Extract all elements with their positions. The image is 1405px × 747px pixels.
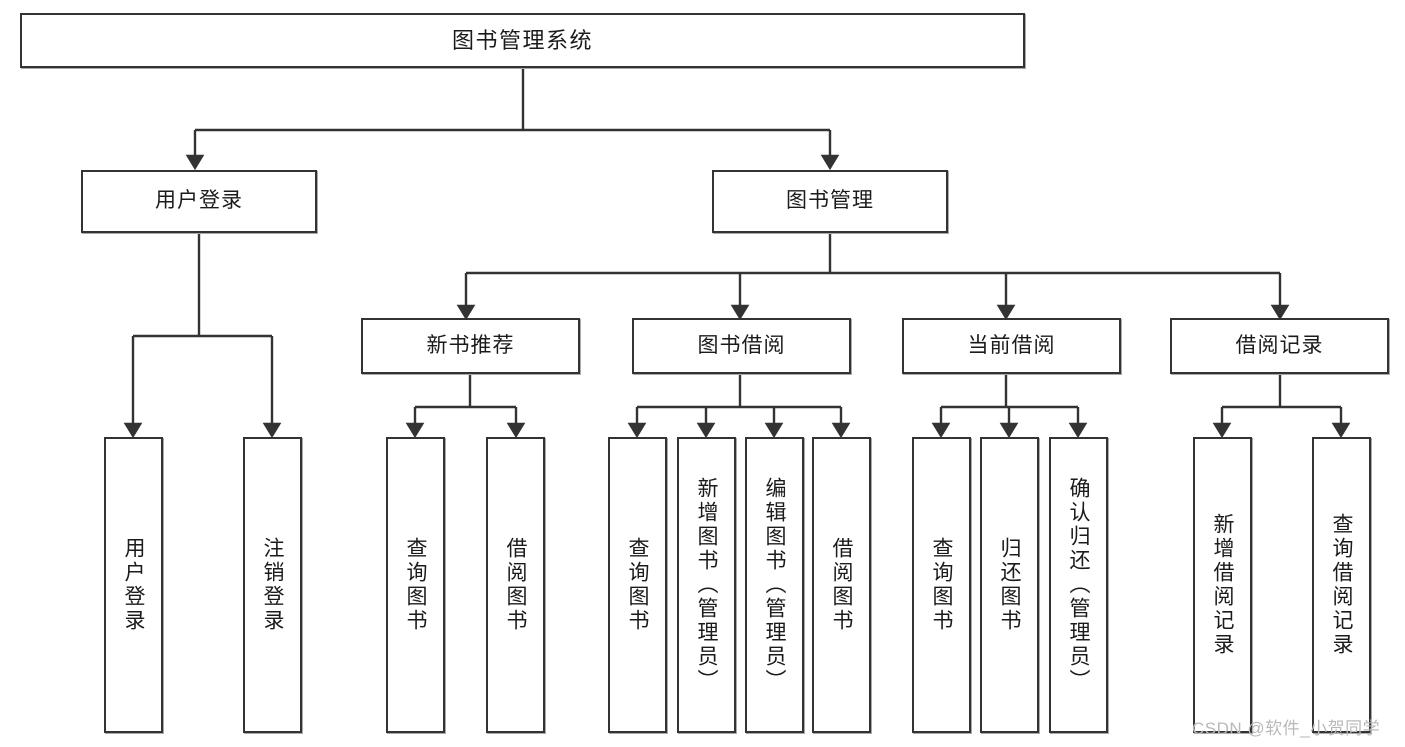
node-leaf-current-return[interactable]: 归还图书 (980, 437, 1039, 733)
node-borrow-record[interactable]: 借阅记录 (1170, 318, 1389, 374)
node-label: 用户登录 (122, 537, 145, 633)
node-new-book-recommend[interactable]: 新书推荐 (361, 318, 580, 374)
node-root-book-management-system[interactable]: 图书管理系统 (20, 13, 1025, 68)
node-label: 新书推荐 (426, 333, 515, 357)
node-leaf-borrow-query[interactable]: 查询图书 (608, 437, 667, 733)
node-label: 图书借阅 (697, 333, 786, 357)
node-leaf-current-query[interactable]: 查询图书 (912, 437, 971, 733)
node-current-borrow[interactable]: 当前借阅 (902, 318, 1121, 374)
node-leaf-borrow-edit-book-admin[interactable]: 编辑图书（管理员） (745, 437, 804, 733)
node-user-login[interactable]: 用户登录 (81, 170, 317, 233)
node-label: 确认归还（管理员） (1067, 477, 1090, 693)
node-leaf-record-add[interactable]: 新增借阅记录 (1193, 437, 1252, 733)
node-label: 查询图书 (930, 537, 953, 633)
node-book-borrow[interactable]: 图书借阅 (632, 318, 851, 374)
node-label: 借阅图书 (830, 537, 853, 633)
node-label: 归还图书 (998, 537, 1021, 633)
node-leaf-borrow-borrow-book[interactable]: 借阅图书 (812, 437, 871, 733)
node-label: 查询借阅记录 (1330, 513, 1353, 657)
node-label: 查询图书 (404, 537, 427, 633)
node-leaf-borrow-add-book-admin[interactable]: 新增图书（管理员） (677, 437, 736, 733)
node-leaf-user-login-logout[interactable]: 注销登录 (243, 437, 302, 733)
node-leaf-new-book-query[interactable]: 查询图书 (386, 437, 445, 733)
node-label: 编辑图书（管理员） (763, 477, 786, 693)
node-label: 当前借阅 (967, 333, 1056, 357)
node-label: 借阅图书 (504, 537, 527, 633)
node-label: 查询图书 (626, 537, 649, 633)
node-leaf-record-query[interactable]: 查询借阅记录 (1312, 437, 1371, 733)
node-label: 图书管理系统 (451, 27, 593, 53)
node-leaf-user-login-login[interactable]: 用户登录 (104, 437, 163, 733)
node-label: 图书管理 (786, 189, 874, 213)
csdn-watermark: CSDN @软件_小贺同学 (1192, 719, 1381, 738)
node-label: 新增图书（管理员） (695, 477, 718, 693)
node-label: 新增借阅记录 (1211, 513, 1234, 657)
node-leaf-new-book-borrow[interactable]: 借阅图书 (486, 437, 545, 733)
node-label: 用户登录 (155, 189, 243, 213)
node-label: 注销登录 (261, 537, 284, 633)
node-label: 借阅记录 (1235, 333, 1324, 357)
node-book-management[interactable]: 图书管理 (712, 170, 948, 233)
node-leaf-current-confirm-return-admin[interactable]: 确认归还（管理员） (1049, 437, 1108, 733)
